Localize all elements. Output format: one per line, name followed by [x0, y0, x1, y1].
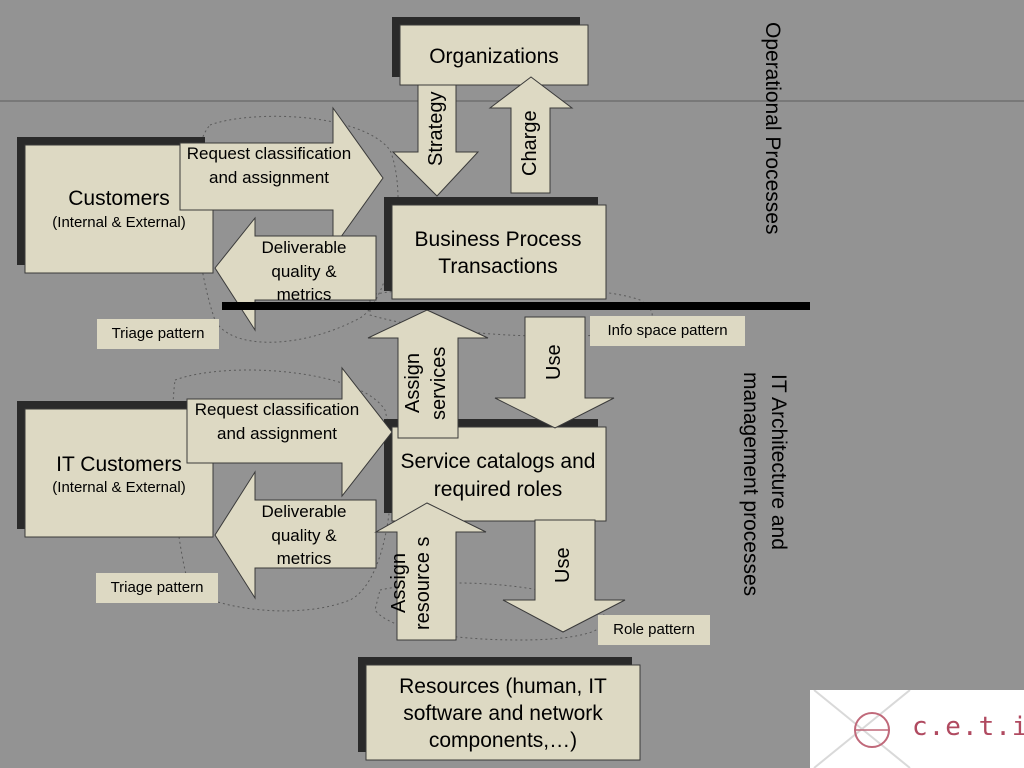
boxes — [24, 24, 641, 761]
customers-sub-label: (Internal & External) — [52, 214, 186, 231]
deliverable-label-bottom: Deliverable quality & metrics — [261, 502, 347, 568]
charge-label: Charge — [519, 110, 541, 176]
organizations-box — [399, 24, 589, 86]
assign-resources-arrow — [374, 502, 487, 641]
role-pattern-tag: Role pattern — [598, 615, 710, 645]
strategy-arrow — [391, 84, 480, 197]
request-arrow-top — [179, 106, 384, 250]
request-arrow-bottom — [186, 366, 393, 498]
bpt-label: Business Process Transactions — [414, 228, 582, 278]
ceti-logo-mark — [813, 689, 911, 768]
request-label-bottom: Request classification and assignment — [194, 400, 360, 443]
bpt-box — [391, 204, 607, 300]
info-space-pattern-tag: Info space pattern — [590, 316, 745, 346]
triage-pattern-tag-bottom: Triage pattern — [96, 573, 218, 603]
arrows — [179, 76, 626, 641]
it-customers-label: IT Customers — [56, 453, 182, 476]
deliverable-label-top: Deliverable quality & metrics — [261, 238, 347, 304]
request-label-top: Request classification and assignment — [186, 144, 352, 187]
it-customers-box — [24, 408, 214, 538]
use-label-bottom: Use — [552, 547, 574, 583]
operational-processes-title: Operational Processes — [761, 22, 785, 235]
ceti-logo: c.e.t.i — [810, 689, 1024, 768]
it-architecture-title-line2: management processes — [739, 372, 763, 597]
resources-box — [365, 664, 641, 761]
deliverable-arrow-bottom — [214, 470, 377, 600]
service-catalogs-label: Service catalogs and required roles — [400, 450, 596, 501]
it-architecture-title-line1: IT Architecture and — [767, 374, 791, 550]
ceti-logo-text: c.e.t.i — [912, 712, 1024, 742]
charge-arrow — [488, 76, 574, 194]
use-arrow-top — [494, 316, 615, 429]
use-label-top: Use — [543, 344, 565, 380]
deliverable-arrow-top — [214, 216, 377, 332]
organizations-label: Organizations — [429, 45, 559, 68]
strategy-label: Strategy — [425, 91, 447, 167]
triage-pattern-tag-top: Triage pattern — [97, 319, 219, 349]
customers-label: Customers — [68, 187, 170, 210]
assign-services-arrow — [367, 309, 489, 439]
it-customers-sub-label: (Internal & External) — [52, 479, 186, 496]
assign-resources-label: Assign resource s — [388, 536, 434, 630]
resources-label: Resources (human, IT software and networ… — [399, 675, 607, 752]
use-arrow-bottom — [502, 519, 626, 633]
assign-services-label: Assign services — [402, 346, 450, 420]
